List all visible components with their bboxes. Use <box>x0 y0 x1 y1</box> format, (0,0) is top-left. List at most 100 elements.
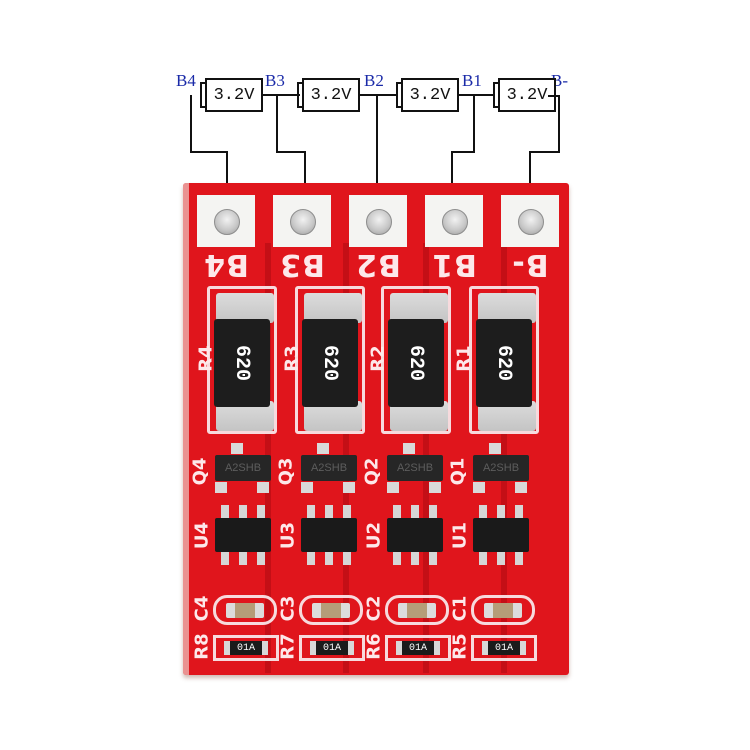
wire <box>376 95 378 201</box>
cell-voltage: 3.2V <box>213 85 255 105</box>
transistor-marking: A2SHB <box>310 462 348 474</box>
capacitor-body <box>312 603 350 618</box>
node-label-b3: B3 <box>265 71 285 90</box>
ic-pin <box>393 505 401 518</box>
ic-pin <box>221 552 229 565</box>
resistor-code: 620 <box>230 345 254 382</box>
cell-voltage: 3.2V <box>310 85 352 105</box>
ic-pin <box>393 552 401 565</box>
sense-resistor-r7: 01A <box>299 635 365 661</box>
ref-label-q4: Q4 <box>189 457 211 486</box>
ic-pin <box>411 505 419 518</box>
resistor-code: 01A <box>310 641 354 655</box>
resistor-code: 01A <box>482 641 526 655</box>
ic-pin <box>325 552 333 565</box>
ref-label-c2: C2 <box>363 595 385 622</box>
resistor-code: 01A <box>396 641 440 655</box>
battery-terminal-icon <box>493 82 498 108</box>
capacitor-c3 <box>299 595 363 625</box>
battery-schematic: B4 B3 B2 B1 B- 3.2V 3.2V 3.2V 3.2V <box>0 0 750 201</box>
capacitor-c1 <box>471 595 535 625</box>
pad-label-b4: B4 <box>203 247 249 282</box>
transistor-marking: A2SHB <box>482 462 520 474</box>
resistor-body: 620 <box>388 319 444 407</box>
transistor-pin <box>489 443 501 454</box>
solder-pad-b4[interactable] <box>197 195 255 247</box>
power-resistor-r1: 620 <box>469 286 539 434</box>
transistor-q2: A2SHB <box>387 455 443 481</box>
ic-u2 <box>387 518 443 552</box>
solder-pad-b3[interactable] <box>273 195 331 247</box>
ref-label-r5: R5 <box>449 633 471 660</box>
wire <box>548 95 560 97</box>
transistor-marking: A2SHB <box>224 462 262 474</box>
transistor-pin <box>429 482 441 493</box>
wire <box>529 151 531 201</box>
ic-pin <box>221 505 229 518</box>
wire <box>529 151 560 153</box>
through-hole <box>214 209 240 235</box>
resistor-code: 620 <box>318 345 342 382</box>
battery-terminal-icon <box>396 82 401 108</box>
resistor-code: 620 <box>404 345 428 382</box>
transistor-pin <box>257 482 269 493</box>
ref-label-r1: R1 <box>453 345 475 372</box>
ref-label-r3: R3 <box>281 345 303 372</box>
ic-pin <box>343 552 351 565</box>
transistor-pin <box>215 482 227 493</box>
ic-pin <box>497 552 505 565</box>
ref-label-c1: C1 <box>449 595 471 622</box>
sense-resistor-r8: 01A <box>213 635 279 661</box>
ref-label-r7: R7 <box>277 633 299 660</box>
capacitor-body <box>484 603 522 618</box>
ref-label-q1: Q1 <box>447 457 469 486</box>
ref-label-u1: U1 <box>449 521 471 550</box>
ref-label-r8: R8 <box>191 633 213 660</box>
ic-pin <box>479 552 487 565</box>
battery-cell-3: 3.2V <box>302 78 360 112</box>
battery-cell-1: 3.2V <box>498 78 556 112</box>
transistor-pin <box>387 482 399 493</box>
wire <box>451 151 453 201</box>
power-resistor-r2: 620 <box>381 286 451 434</box>
ref-label-q3: Q3 <box>275 457 297 486</box>
ic-pin <box>307 505 315 518</box>
transistor-pin <box>301 482 313 493</box>
transistor-q3: A2SHB <box>301 455 357 481</box>
ic-pin <box>429 552 437 565</box>
cell-voltage: 3.2V <box>506 85 548 105</box>
ref-label-u3: U3 <box>277 521 299 550</box>
wire <box>276 151 306 153</box>
through-hole <box>366 209 392 235</box>
pad-label-b3: B3 <box>279 247 325 282</box>
capacitor-body <box>398 603 436 618</box>
capacitor-body <box>226 603 264 618</box>
ref-label-q2: Q2 <box>361 457 383 486</box>
transistor-pin <box>317 443 329 454</box>
solder-pad-b1[interactable] <box>425 195 483 247</box>
resistor-code: 620 <box>492 345 516 382</box>
board-edge <box>183 183 189 675</box>
power-resistor-r3: 620 <box>295 286 365 434</box>
resistor-terminal <box>304 293 362 323</box>
wire <box>226 151 228 201</box>
ic-pin <box>429 505 437 518</box>
transistor-pin <box>473 482 485 493</box>
ic-pin <box>479 505 487 518</box>
ic-pin <box>257 552 265 565</box>
solder-pad-b2[interactable] <box>349 195 407 247</box>
battery-cell-4: 3.2V <box>205 78 263 112</box>
solder-pad-bminus[interactable] <box>501 195 559 247</box>
ref-label-c4: C4 <box>191 595 213 622</box>
wire <box>263 94 300 96</box>
resistor-terminal <box>390 293 448 323</box>
ic-u4 <box>215 518 271 552</box>
transistor-pin <box>231 443 243 454</box>
resistor-body: 620 <box>214 319 270 407</box>
wire <box>190 95 192 152</box>
through-hole <box>518 209 544 235</box>
transistor-pin <box>343 482 355 493</box>
ic-u1 <box>473 518 529 552</box>
wire <box>304 151 306 201</box>
ic-pin <box>515 552 523 565</box>
